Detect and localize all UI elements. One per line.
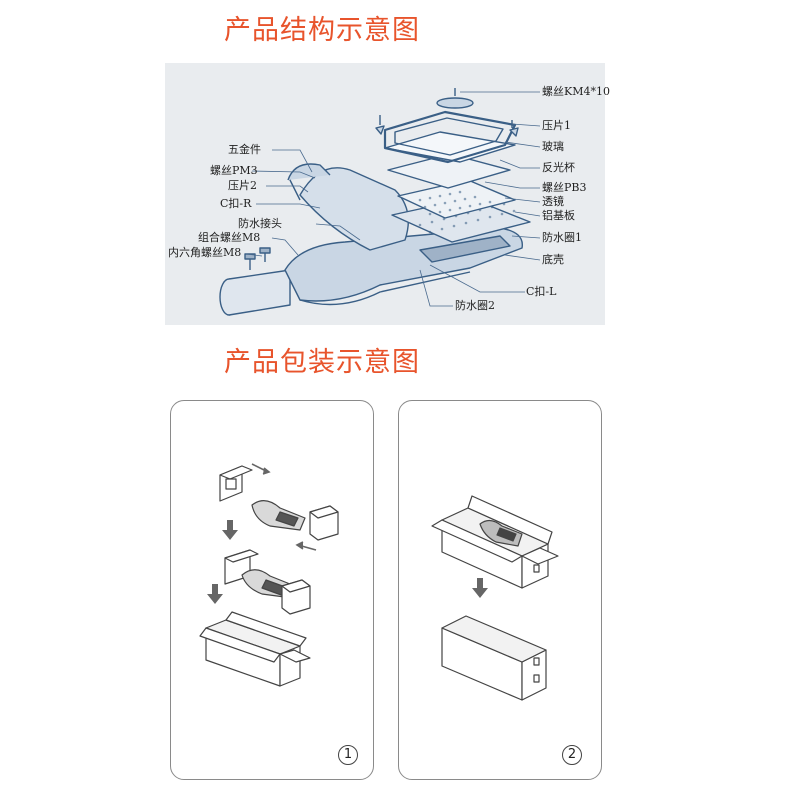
label-c-clip-l: C扣-L xyxy=(526,285,557,298)
structure-diagram-title: 产品结构示意图 xyxy=(224,15,420,46)
label-waterproof-ring-1: 防水圈1 xyxy=(542,231,582,244)
step-2-badge: 2 xyxy=(562,745,582,765)
label-c-clip-r: C扣-R xyxy=(220,197,252,210)
label-aluminium-plate: 铝基板 xyxy=(542,209,575,222)
label-lens: 透镜 xyxy=(542,195,564,208)
packaging-step-2-illustration xyxy=(431,495,559,701)
label-hardware-part: 五金件 xyxy=(228,143,261,156)
step-1-badge: 1 xyxy=(338,745,358,765)
packaging-diagram-title: 产品包装示意图 xyxy=(224,347,420,378)
label-press-plate-2: 压片2 xyxy=(228,179,257,192)
label-waterproof-connector: 防水接头 xyxy=(238,217,282,230)
packaging-step-1-illustration xyxy=(199,463,339,687)
label-combo-screw-m8: 组合螺丝M8 xyxy=(198,231,261,244)
label-screw-pm3: 螺丝PM3 xyxy=(210,164,258,177)
label-bottom-shell: 底壳 xyxy=(542,253,564,266)
label-screw-pb3: 螺丝PB3 xyxy=(542,181,587,194)
label-hex-screw-m8: 内六角螺丝M8 xyxy=(168,246,242,259)
packaging-step-2-panel xyxy=(398,400,602,780)
label-reflector-cup: 反光杯 xyxy=(542,161,575,174)
label-glass: 玻璃 xyxy=(542,140,564,153)
label-waterproof-ring-2: 防水圈2 xyxy=(455,299,495,312)
label-screw-km4x10: 螺丝KM4*10 xyxy=(542,85,610,98)
label-press-plate-1: 压片1 xyxy=(542,119,571,132)
exploded-lamp-illustration xyxy=(219,88,541,316)
